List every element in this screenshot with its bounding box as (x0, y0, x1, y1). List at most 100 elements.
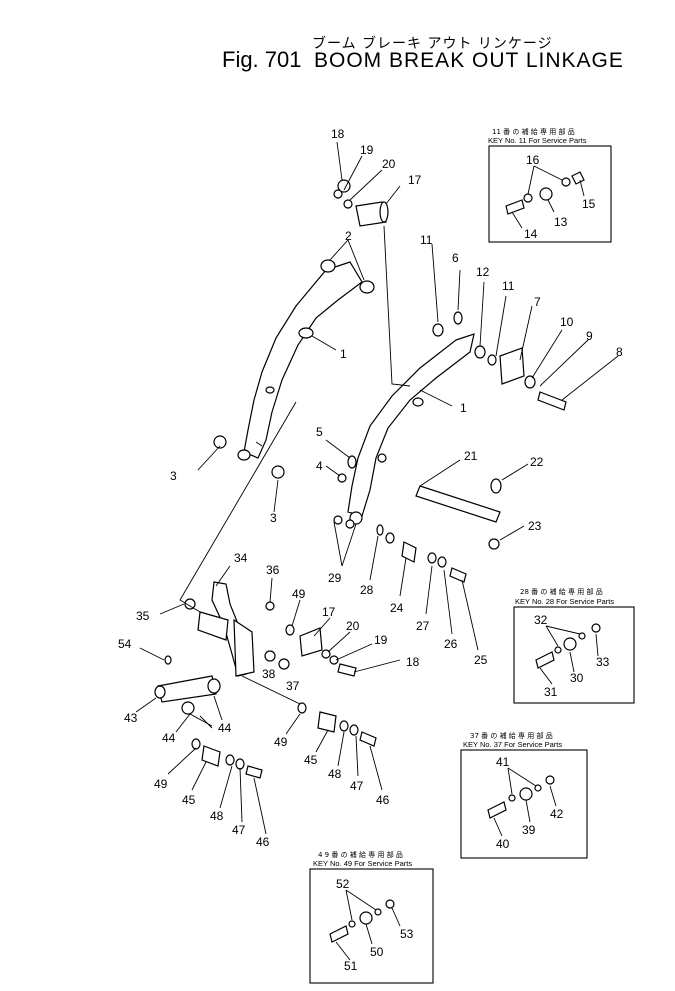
callout-21: 21 (464, 449, 478, 463)
service-box-1-label-15: 15 (582, 197, 596, 211)
callout-20b: 20 (346, 619, 360, 633)
japanese-title: ブーム ブレーキ アウト リンケージ (312, 35, 553, 52)
callout-3b: 3 (270, 511, 277, 525)
service-box-key-11: 11 番 の 補 給 専 用 部 品 KEY No. 11 For Servic… (488, 127, 612, 243)
link-43 (154, 655, 221, 715)
callout-23: 23 (528, 519, 542, 533)
callout-47: 47 (350, 779, 364, 793)
pin-45-right (297, 702, 377, 747)
callout-35: 35 (136, 609, 150, 623)
callout-34: 34 (234, 551, 248, 565)
service-box-3-label-42: 42 (550, 807, 564, 821)
callout-18: 18 (331, 127, 345, 141)
service-box-1-label-13: 13 (554, 215, 568, 229)
callout-37: 37 (286, 679, 300, 693)
callout-4: 4 (316, 459, 323, 473)
callout-26: 26 (444, 637, 458, 651)
pin-17-lower (285, 624, 357, 677)
callout-45: 45 (304, 753, 318, 767)
service-box-2-en: KEY No. 28 For Service Parts (515, 597, 614, 606)
phantom-line-2 (179, 401, 297, 613)
callout-17b: 17 (322, 605, 336, 619)
washer-37 (278, 658, 290, 670)
callout-47b: 47 (232, 823, 246, 837)
callout-46b: 46 (256, 835, 270, 849)
pin-45-left (191, 738, 263, 779)
callout-1b: 1 (460, 401, 467, 415)
rod-21 (415, 478, 502, 550)
callout-8: 8 (616, 345, 623, 359)
callout-2: 2 (345, 229, 352, 243)
service-box-3-label-39: 39 (522, 823, 536, 837)
service-box-4-label-52: 52 (336, 877, 350, 891)
callout-54: 54 (118, 637, 132, 651)
service-box-2-label-31: 31 (544, 685, 558, 699)
pin-7-group (432, 311, 567, 411)
callout-49: 49 (292, 587, 306, 601)
callout-11b: 11 (502, 279, 515, 293)
callout-44b: 44 (162, 731, 176, 745)
service-box-2-label-32: 32 (534, 613, 548, 627)
callout-27: 27 (416, 619, 430, 633)
service-box-4-label-53: 53 (400, 927, 414, 941)
service-box-4-en: KEY No. 49 For Service Parts (313, 859, 412, 868)
pin-17-upper (333, 179, 389, 227)
callout-19b: 19 (374, 633, 388, 647)
service-box-3-jp: 37 番 の 補 給 専 用 部 品 (470, 731, 553, 740)
right-upper-lever (347, 333, 475, 525)
diagram-title: BOOM BREAK OUT LINKAGE (314, 49, 624, 72)
callout-12: 12 (476, 265, 490, 279)
callout-6: 6 (452, 251, 459, 265)
callout-49c: 49 (154, 777, 168, 791)
callout-28: 28 (360, 583, 374, 597)
lower-lever-34 (184, 581, 275, 677)
callout-20: 20 (382, 157, 396, 171)
callout-3: 3 (170, 469, 177, 483)
callout-25: 25 (474, 653, 488, 667)
service-box-1-label-14: 14 (524, 227, 538, 241)
phantom-line-3 (241, 675, 301, 705)
service-box-1-jp: 11 番 の 補 給 専 用 部 品 (492, 127, 575, 136)
service-box-4-jp: 4 9 番 の 補 給 専 用 部 品 (318, 850, 403, 859)
washer-row-24-28 (333, 515, 467, 583)
callout-46: 46 (376, 793, 390, 807)
service-box-1-label-16: 16 (526, 153, 540, 167)
callout-49b: 49 (274, 735, 288, 749)
service-box-3-label-41: 41 (496, 755, 510, 769)
callout-45b: 45 (182, 793, 196, 807)
callout-9: 9 (586, 329, 593, 343)
service-box-key-28: 28 番 の 補 給 専 用 部 品 KEY No. 28 For Servic… (513, 587, 635, 704)
figure-number: Fig. 701 (222, 47, 302, 72)
service-box-2-label-33: 33 (596, 655, 610, 669)
phantom-line-1 (383, 225, 411, 387)
callout-48: 48 (328, 767, 342, 781)
service-box-3-en: KEY No. 37 For Service Parts (463, 740, 562, 749)
callout-7: 7 (534, 295, 541, 309)
callout-11: 11 (420, 233, 433, 247)
service-box-3-label-40: 40 (496, 837, 510, 851)
callout-17: 17 (408, 173, 422, 187)
callout-18b: 18 (406, 655, 420, 669)
callout-22: 22 (530, 455, 544, 469)
callout-43: 43 (124, 711, 138, 725)
callout-5: 5 (316, 425, 323, 439)
callout-48b: 48 (210, 809, 224, 823)
leader-lines (135, 141, 619, 835)
left-upper-lever (243, 261, 363, 459)
service-box-1-en: KEY No. 11 For Service Parts (488, 136, 587, 145)
service-box-2-label-30: 30 (570, 671, 584, 685)
bushing-3-pair (213, 435, 285, 479)
callout-44: 44 (218, 721, 232, 735)
callout-36: 36 (266, 563, 280, 577)
washer-38 (264, 650, 276, 662)
fitting-5 (347, 455, 357, 469)
phantom-line-4 (199, 715, 213, 729)
callout-38: 38 (262, 667, 276, 681)
service-box-4-label-50: 50 (370, 945, 384, 959)
callout-24: 24 (390, 601, 404, 615)
service-box-4-label-51: 51 (344, 959, 358, 973)
callout-1: 1 (340, 347, 347, 361)
callout-29: 29 (328, 571, 342, 585)
service-box-key-49: 4 9 番 の 補 給 専 用 部 品 KEY No. 49 For Servi… (309, 850, 434, 984)
